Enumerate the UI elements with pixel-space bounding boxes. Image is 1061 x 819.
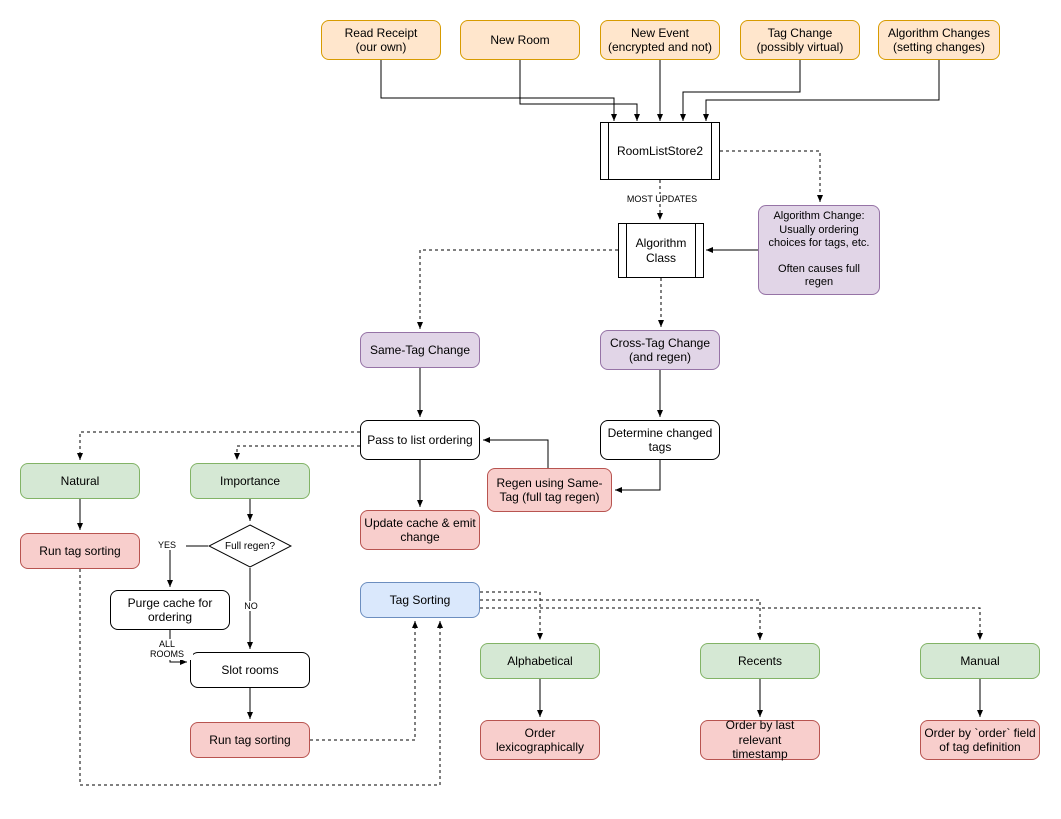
node-cross-tag-change: Cross-Tag Change (and regen) xyxy=(600,330,720,370)
node-recents: Recents xyxy=(700,643,820,679)
node-tag-change: Tag Change (possibly virtual) xyxy=(740,20,860,60)
node-slot-rooms: Slot rooms xyxy=(190,652,310,688)
node-algorithm-class: Algorithm Class xyxy=(618,223,704,278)
edge-tag-sorting-to-manual xyxy=(480,607,983,640)
edge-pass-to-natural xyxy=(77,431,360,460)
edge-run-tag-sorting-bottom-to-tag-sorting xyxy=(310,621,418,741)
node-order-by-order-field: Order by `order` field of tag definition xyxy=(920,720,1040,760)
node-run-tag-sorting-left: Run tag sorting xyxy=(20,533,140,569)
diamond-shape xyxy=(208,524,292,568)
edge-tag-sorting-to-recents xyxy=(480,599,763,640)
node-new-event: New Event (encrypted and not) xyxy=(600,20,720,60)
edge-tag-sorting-to-alphabetical xyxy=(480,591,543,640)
node-new-room: New Room xyxy=(460,20,580,60)
node-algorithm-change-note: Algorithm Change: Usually ordering choic… xyxy=(758,205,880,295)
node-purge-cache: Purge cache for ordering xyxy=(110,590,230,630)
edge-class-to-same-tag xyxy=(417,249,618,329)
node-determine-changed-tags: Determine changed tags xyxy=(600,420,720,460)
edge-label-yes: YES xyxy=(148,540,186,551)
edge-label-most-updates: MOST UPDATES xyxy=(611,194,713,205)
node-natural: Natural xyxy=(20,463,140,499)
node-full-regen-decision: Full regen? xyxy=(208,524,292,568)
edge-read-receipt-to-store xyxy=(380,60,617,121)
node-run-tag-sorting-bottom: Run tag sorting xyxy=(190,722,310,758)
node-algorithm-changes: Algorithm Changes (setting changes) xyxy=(878,20,1000,60)
node-tag-sorting: Tag Sorting xyxy=(360,582,480,618)
node-pass-to-list-ordering: Pass to list ordering xyxy=(360,420,480,460)
edge-pass-to-importance xyxy=(234,445,360,460)
edge-label-all-rooms: ALL ROOMS xyxy=(141,639,193,660)
node-room-list-store2: RoomListStore2 xyxy=(600,122,720,180)
node-order-lexicographically: Order lexicographically xyxy=(480,720,600,760)
node-update-cache: Update cache & emit change xyxy=(360,510,480,550)
node-alphabetical: Alphabetical xyxy=(480,643,600,679)
node-full-regen-label: Full regen? xyxy=(224,540,276,552)
edge-decision-yes-to-purge xyxy=(167,545,208,587)
node-same-tag-change: Same-Tag Change xyxy=(360,332,480,368)
node-read-receipt: Read Receipt (our own) xyxy=(321,20,441,60)
edge-algorithm-changes-to-store xyxy=(703,60,940,121)
node-regen-same-tag: Regen using Same- Tag (full tag regen) xyxy=(487,468,612,512)
edge-new-room-to-store xyxy=(519,60,640,121)
edge-tag-change-to-store xyxy=(680,60,801,121)
node-order-by-timestamp: Order by last relevant timestamp xyxy=(700,718,820,761)
edge-store-to-algorithm-change-note xyxy=(720,150,823,202)
edge-label-no: NO xyxy=(232,601,270,612)
edge-determine-to-regen xyxy=(615,460,661,493)
node-manual: Manual xyxy=(920,643,1040,679)
edge-regen-to-pass xyxy=(483,437,549,468)
node-importance: Importance xyxy=(190,463,310,499)
